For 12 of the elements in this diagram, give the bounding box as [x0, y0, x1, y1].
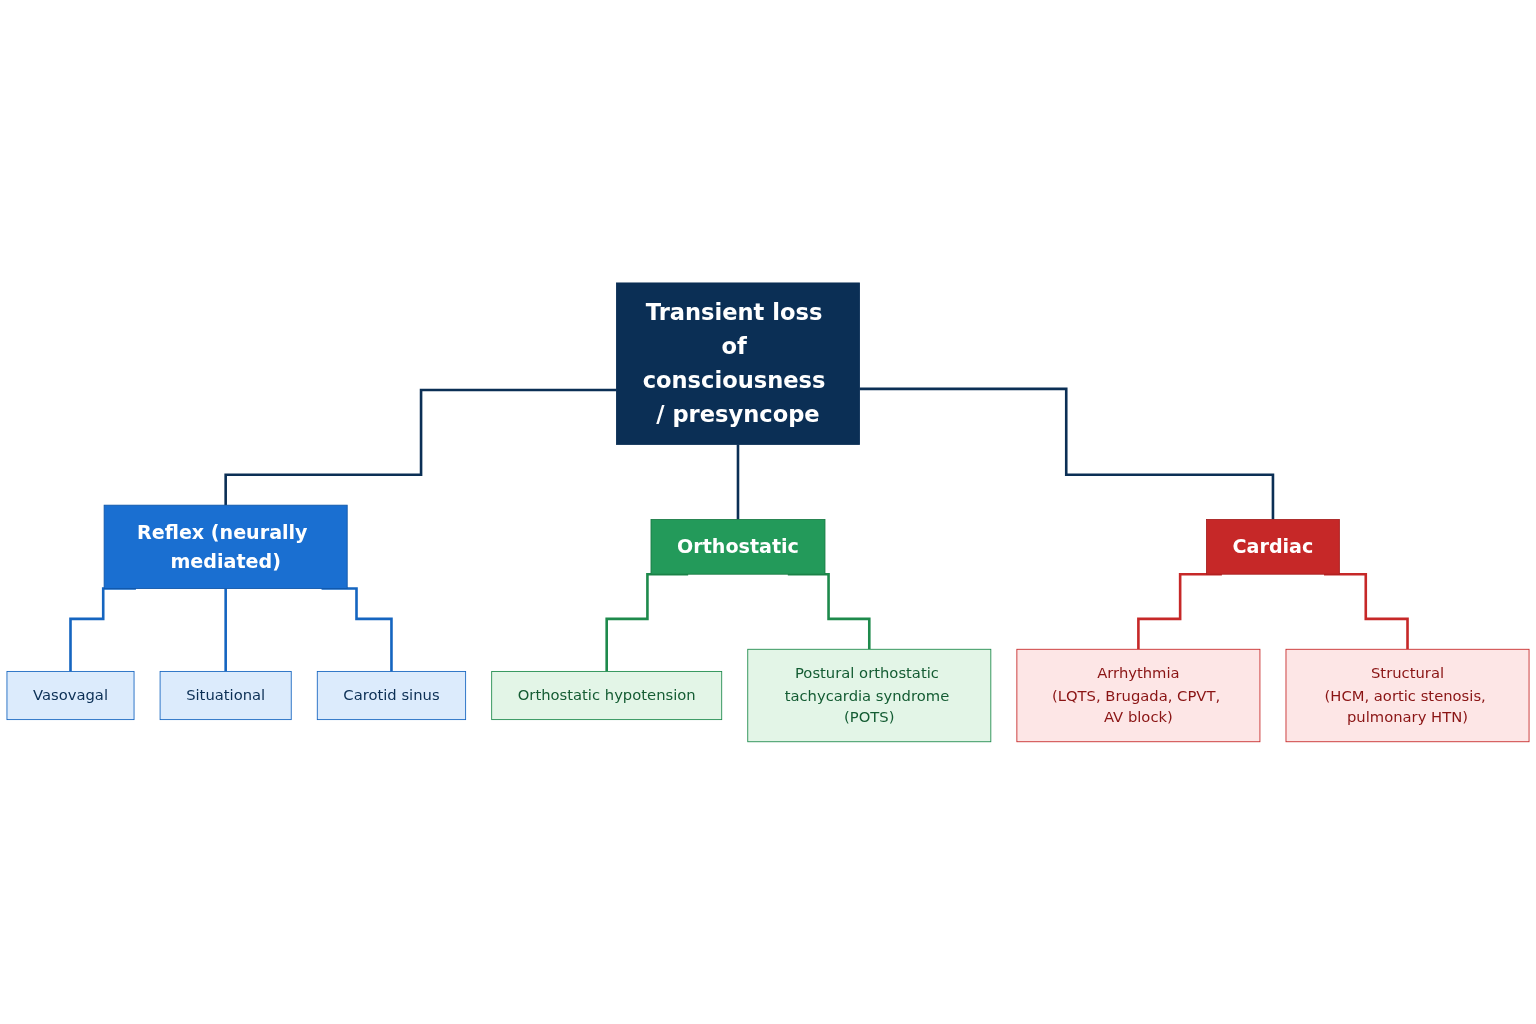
node-box: Situational	[159, 670, 292, 720]
node-box: Carotid sinus	[316, 670, 467, 720]
node-box: Cardiac	[1206, 518, 1340, 575]
node-box: Orthostatic hypotension	[491, 670, 723, 720]
node-box: Vasovagal	[6, 670, 135, 720]
node-box: Transient loss of consciousness / presyncope	[616, 282, 860, 445]
node-box: Arrhythmia (LQTS, Brugada, CPVT, AV block)	[1016, 648, 1261, 742]
node-box: Structural (HCM, aortic stenosis, pulmonary HTN)	[1285, 648, 1530, 742]
connector	[859, 387, 1275, 521]
node-box: Reflex (neurally mediated)	[103, 504, 348, 589]
node-box: Orthostatic	[650, 518, 826, 575]
node-box: Postural orthostatic tachycardia syndrome (POTS)	[747, 648, 992, 742]
